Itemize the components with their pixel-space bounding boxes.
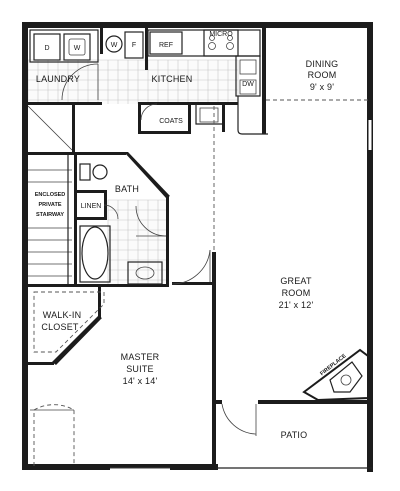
master-dimensions: 14' x 14': [123, 376, 158, 386]
stair-label-2: PRIVATE: [38, 202, 61, 208]
dining-dimensions: 9' x 9': [310, 82, 334, 92]
great-room-label-1: GREAT: [280, 276, 312, 286]
master-label-1: MASTER: [121, 352, 160, 362]
great-room-dimensions: 21' x 12': [279, 300, 314, 310]
washer-label: W: [74, 45, 81, 52]
bathtub-icon: [81, 226, 109, 280]
water-heater-icon: [105, 35, 123, 53]
stairway: [27, 105, 73, 284]
walkin-label-2: CLOSET: [41, 322, 79, 332]
water-heater-label: W: [111, 42, 118, 49]
vanity-icon: [127, 261, 163, 285]
furnace-label: F: [132, 42, 136, 49]
fireplace-icon: [302, 348, 369, 402]
master-label-2: SUITE: [126, 364, 154, 374]
bath-label: BATH: [115, 184, 139, 194]
bath-tile-floor: [107, 199, 169, 286]
walkin-label-1: WALK-IN: [43, 310, 82, 320]
dining-label-1: DINING: [306, 59, 339, 69]
patio-label: PATIO: [281, 430, 308, 440]
furnace-icon: [124, 31, 144, 59]
stair-label-1: ENCLOSED: [35, 192, 66, 198]
appliance-labels: D W W F REF MICRO DW: [44, 31, 254, 88]
washer-icon: [63, 33, 91, 61]
dishwasher-label: DW: [242, 81, 254, 88]
fixtures: [27, 29, 372, 472]
interior-walls: [28, 28, 372, 468]
dining-label-2: ROOM: [308, 70, 337, 80]
sink-icon: [239, 79, 257, 95]
counter-side: [235, 55, 261, 97]
kitchen-label: KITCHEN: [152, 74, 193, 84]
exterior-walls: [22, 22, 373, 472]
refrigerator-icon: [149, 31, 183, 55]
coats-label: COATS: [159, 118, 183, 125]
laundry-label: LAUNDRY: [36, 74, 80, 84]
microwave-label: MICRO: [209, 31, 233, 38]
toilet-icon: [92, 164, 108, 180]
cooktop-icon: [203, 29, 239, 57]
kitchen-tile-floor: [27, 59, 239, 104]
refrigerator-label: REF: [159, 42, 173, 49]
dryer-icon: [33, 33, 61, 61]
dryer-label: D: [44, 45, 49, 52]
great-room-label-2: ROOM: [282, 288, 311, 298]
dishwasher-icon: [239, 59, 257, 75]
stair-label-3: STAIRWAY: [36, 212, 64, 218]
linen-label: LINEN: [81, 203, 102, 210]
